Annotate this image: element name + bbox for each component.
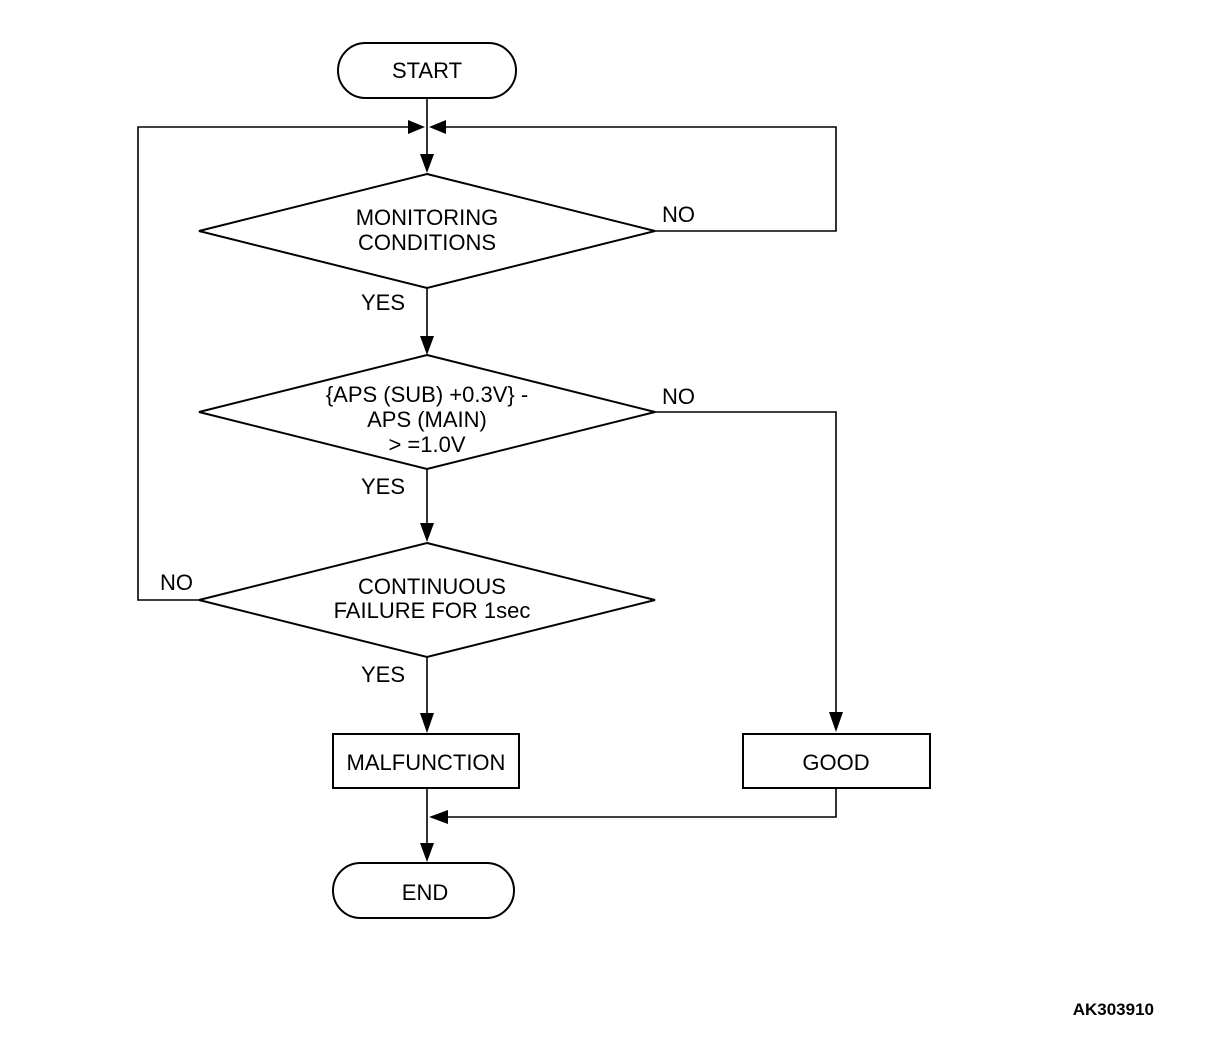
arrow-loop-left	[408, 120, 425, 134]
arrow-into-end	[420, 843, 434, 862]
arrow-good-merge	[429, 810, 448, 824]
start-terminal: START	[337, 42, 517, 99]
decision1-line1: MONITORING	[356, 205, 499, 230]
figure-code: AK303910	[1073, 1000, 1154, 1019]
end-terminal: END	[332, 862, 515, 919]
good-box: GOOD	[742, 733, 931, 789]
arrow-into-decision1	[420, 154, 434, 173]
start-label: START	[392, 58, 462, 83]
malfunction-box: MALFUNCTION	[332, 733, 520, 789]
arrow-loop-right	[429, 120, 446, 134]
decision2-no-label: NO	[662, 384, 695, 409]
decision3-line2: FAILURE FOR 1sec	[334, 598, 531, 623]
decision2-line2: APS (MAIN)	[367, 407, 487, 432]
decision-continuous-failure: CONTINUOUS FAILURE FOR 1sec	[198, 541, 656, 659]
connector-good-to-end	[448, 788, 837, 818]
decision1-yes-label: YES	[361, 290, 405, 315]
malfunction-label: MALFUNCTION	[347, 750, 506, 775]
end-label: END	[402, 880, 448, 905]
decision2-line3: > =1.0V	[388, 432, 465, 457]
decision2-yes-label: YES	[361, 474, 405, 499]
decision2-line1: {APS (SUB) +0.3V} -	[326, 382, 528, 407]
decision1-no-label: NO	[662, 202, 695, 227]
decision1-line2: CONDITIONS	[358, 230, 496, 255]
arrow-into-good	[829, 712, 843, 732]
decision3-line1: CONTINUOUS	[358, 574, 506, 599]
decision-monitoring-conditions: MONITORING CONDITIONS	[198, 172, 656, 290]
good-label: GOOD	[802, 750, 869, 775]
arrow-into-decision2	[420, 336, 434, 355]
decision-aps-difference: {APS (SUB) +0.3V} - APS (MAIN) > =1.0V	[198, 353, 656, 471]
arrow-into-malfunction	[420, 713, 434, 733]
decision3-yes-label: YES	[361, 662, 405, 687]
connector-decision2-no-to-good	[655, 411, 837, 712]
loop-decision1-no	[446, 126, 837, 232]
loop-decision3-no	[137, 126, 408, 601]
decision3-no-label: NO	[160, 570, 193, 595]
arrow-into-decision3	[420, 523, 434, 542]
